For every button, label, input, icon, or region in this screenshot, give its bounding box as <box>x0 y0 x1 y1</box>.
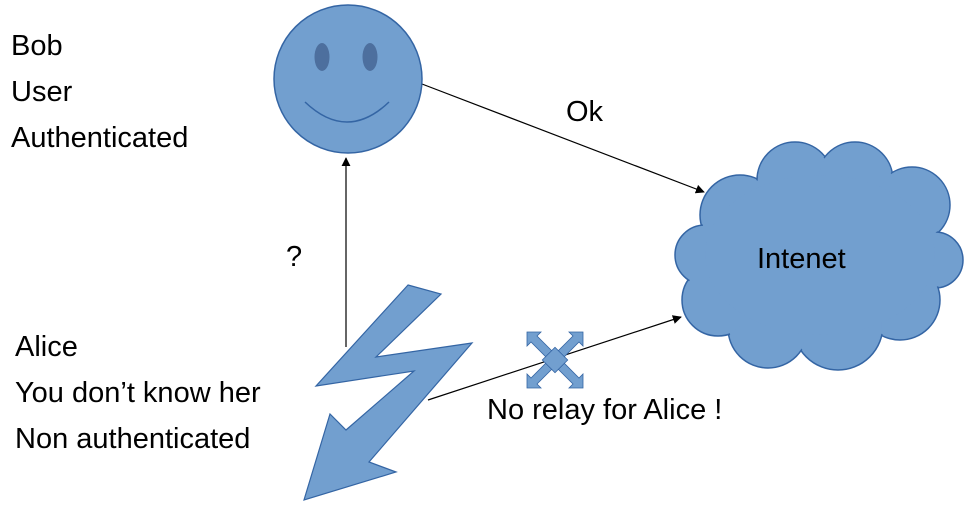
lightning-bolt-icon <box>303 284 474 501</box>
alice-role-label: You don’t know her <box>15 377 261 409</box>
bob-role-label: User <box>11 76 73 108</box>
bob-status-label: Authenticated <box>11 122 189 154</box>
left-eye-icon <box>314 43 330 71</box>
edge-bob-to-internet <box>421 83 705 194</box>
alice-name-label: Alice <box>15 331 78 363</box>
ok-label: Ok <box>566 96 604 128</box>
right-eye-icon <box>362 43 378 71</box>
bob-name-label: Bob <box>11 30 63 62</box>
blocked-cross-icon <box>526 331 584 389</box>
bob-label-group: Bob User Authenticated <box>11 23 188 161</box>
no-relay-label: No relay for Alice ! <box>487 394 723 426</box>
question-label: ? <box>286 241 303 273</box>
smile-icon <box>304 101 390 123</box>
internet-label: Intenet <box>757 243 846 275</box>
smiley-face-icon <box>273 4 423 154</box>
cloud-icon <box>674 141 964 371</box>
alice-status-label: Non authenticated <box>15 423 251 455</box>
alice-label-group: Alice You don’t know her Non authenticat… <box>15 324 261 462</box>
